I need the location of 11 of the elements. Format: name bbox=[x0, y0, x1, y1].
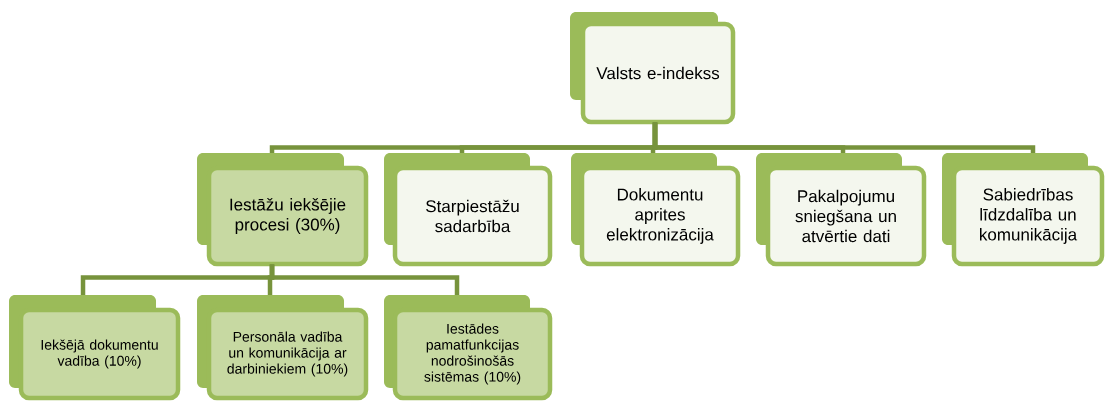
process-box: Iekšējā dokumentu vadība (10%) bbox=[9, 295, 181, 401]
process-box: Iestādes pamatfunkcijas nodrošinošās sistēmas (10%) bbox=[384, 295, 553, 401]
process-box: Pakalpojumu sniegšana un atvērtie dati bbox=[756, 153, 927, 267]
process-box: Sabiedrības līdzdalība un komunikācija bbox=[942, 153, 1105, 267]
process-box: Valsts e-indekss bbox=[570, 12, 736, 125]
process-box: Dokumentu aprites elektronizācija bbox=[571, 153, 741, 267]
process-box: Iestāžu iekšējie procesi (30%) bbox=[197, 153, 369, 267]
connector bbox=[652, 122, 1036, 153]
connector bbox=[269, 264, 460, 295]
process-box: Starpiestāžu sadarbība bbox=[384, 153, 553, 267]
process-box: Personāla vadība un komunikācija ar darbiniekiem (10%) bbox=[197, 295, 369, 401]
